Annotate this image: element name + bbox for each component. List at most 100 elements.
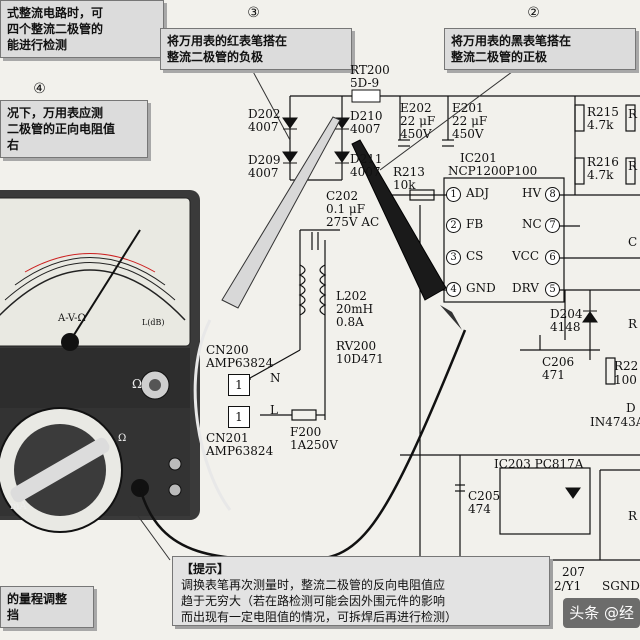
rating: 450V xyxy=(400,127,432,141)
meter-range-label: mA xyxy=(10,501,27,512)
ref: C206 xyxy=(542,355,575,369)
value: 22 μF xyxy=(452,114,488,128)
callout-line: 整流二极管的正极 xyxy=(451,50,548,64)
value: 0.1 μF xyxy=(326,202,366,216)
ref: IC203 PC817A xyxy=(494,457,584,471)
ref: D204 xyxy=(550,307,583,321)
callout-line: 右 xyxy=(7,138,20,152)
edge-label: R xyxy=(628,509,638,523)
tip-line: 而出现有一定电阻值的情况，可拆焊后再进行检测） xyxy=(181,610,458,624)
ref: RT200 xyxy=(350,63,390,77)
ic-pin-3: 3 xyxy=(446,250,461,265)
callout-line: 四个整流二极管的 xyxy=(7,22,104,36)
callout-step-3: 将万用表的红表笔搭在 整流二极管的负极 xyxy=(160,28,352,70)
callout-step-2: 将万用表的黑表笔搭在 整流二极管的正极 xyxy=(444,28,636,70)
value: 20mH xyxy=(336,302,374,316)
edge-label: 2/Y1 xyxy=(554,579,582,593)
value: 22 μF xyxy=(400,114,436,128)
value: 4007 xyxy=(248,166,279,180)
ref: F200 xyxy=(290,425,322,439)
callout-line: 况下，万用表应测 xyxy=(7,106,104,120)
tip-box: 【提示】 调换表笔再次测量时，整流二极管的反向电阻值应 趋于无穷大（若在路检测可… xyxy=(172,556,550,626)
ref: R213 xyxy=(393,165,425,179)
edge-label: R xyxy=(628,317,638,331)
value: 10k xyxy=(393,178,416,192)
tip-line: 调换表笔再次测量时，整流二极管的反向电阻值应 xyxy=(181,578,446,592)
edge-label: IN4743A xyxy=(590,415,640,429)
value: 4007 xyxy=(350,165,381,179)
value: 474 xyxy=(468,502,491,516)
ref: R215 xyxy=(587,105,619,119)
rating: 275V AC xyxy=(326,215,380,229)
ic-pin-1: 1 xyxy=(446,187,461,202)
value: 10D471 xyxy=(336,352,384,366)
value: 4.7k xyxy=(587,118,614,132)
ic-pin-name: FB xyxy=(466,217,484,231)
callout-step-1: 式整流电路时，可 四个整流二极管的 能进行检测 xyxy=(0,0,164,58)
edge-label: R22 xyxy=(614,359,639,373)
edge-label: C xyxy=(628,235,638,249)
value: AMP63824 xyxy=(206,444,274,458)
ic203-label: IC203 PC817A xyxy=(494,458,583,471)
ref: C202 xyxy=(326,189,359,203)
edge-label: SGND xyxy=(602,579,640,593)
callout-line: 式整流电路时，可 xyxy=(7,6,104,20)
ref: D209 xyxy=(248,153,281,167)
tip-title: 【提示】 xyxy=(181,562,230,576)
ic-pin-7: 7 xyxy=(545,218,560,233)
part-number: NCP1200P100 xyxy=(448,164,538,178)
wire-n-label: N xyxy=(270,371,281,385)
ref: C205 xyxy=(468,489,501,503)
ic-pin-name: CS xyxy=(466,249,484,263)
value: AMP63824 xyxy=(206,356,274,370)
step-number-3: ③ xyxy=(247,5,260,21)
edge-label: 100 xyxy=(614,373,637,387)
value: 5D-9 xyxy=(350,76,380,90)
callout-step-4: 况下，万用表应测 二极管的正向电阻值 右 xyxy=(0,100,148,158)
ref: D210 xyxy=(350,109,383,123)
ic-pin-8: 8 xyxy=(545,187,560,202)
cn200-pin: 1 xyxy=(228,374,250,396)
step-number-4: ④ xyxy=(33,81,46,97)
ref: CN200 xyxy=(206,343,249,357)
meter-scale-label: A-V-Ω xyxy=(58,313,86,324)
value: 4007 xyxy=(350,122,381,136)
value: 4007 xyxy=(248,120,279,134)
meter-omega-label: Ω xyxy=(132,377,142,391)
ref: IC201 xyxy=(460,151,497,165)
callout-line: 挡 xyxy=(7,608,20,622)
ic-pin-name: NC xyxy=(522,217,542,231)
ref: E201 xyxy=(452,101,484,115)
watermark: 头条 @经 xyxy=(563,598,640,628)
ref: E202 xyxy=(400,101,432,115)
ref: D202 xyxy=(248,107,281,121)
tip-line: 趋于无穷大（若在路检测可能会因外围元件的影响 xyxy=(181,594,446,608)
meter-scale-label: L(dB) xyxy=(142,318,165,327)
ref: R216 xyxy=(587,155,619,169)
edge-label: R xyxy=(628,107,638,121)
wire-l-label: L xyxy=(270,403,278,417)
callout-range: 的量程调整 挡 xyxy=(0,586,94,628)
ic-pin-name: ADJ xyxy=(466,186,490,200)
edge-label: 207 xyxy=(562,565,585,579)
ic-pin-name: GND xyxy=(466,281,496,295)
edge-label: R xyxy=(628,159,638,173)
callout-line: 的量程调整 xyxy=(7,592,68,606)
